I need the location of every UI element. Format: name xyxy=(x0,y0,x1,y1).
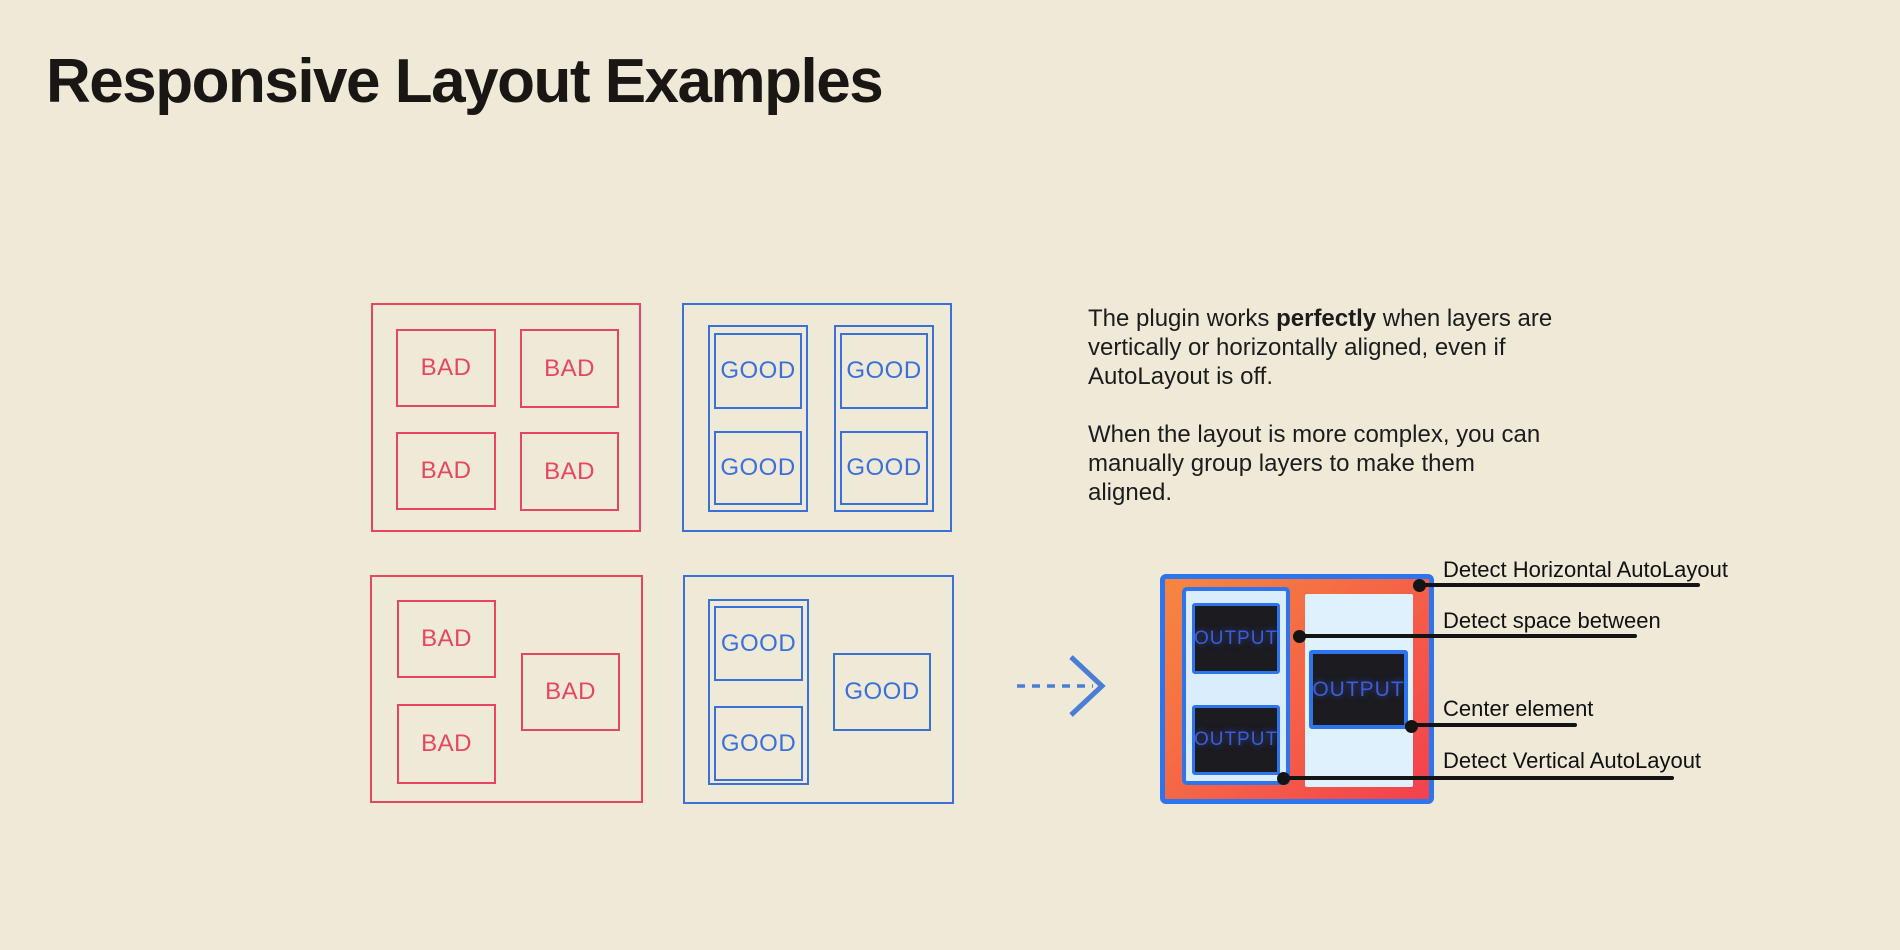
good-box: GOOD xyxy=(833,653,931,731)
good-box: GOOD xyxy=(714,706,803,781)
good-box: GOOD xyxy=(714,606,803,681)
page-title: Responsive Layout Examples xyxy=(46,47,884,116)
good-group: GOOD GOOD xyxy=(708,599,809,785)
bad-box: BAD xyxy=(396,329,496,407)
annotation-dot xyxy=(1413,579,1426,592)
intro-paragraph-1: The plugin works perfectly when layers a… xyxy=(1088,304,1558,391)
intro-text: The plugin works perfectly when layers a… xyxy=(1088,304,1558,507)
annotation-line xyxy=(1416,583,1700,587)
good-group: GOOD GOOD xyxy=(708,325,808,512)
good-box: GOOD xyxy=(714,431,802,505)
output-box: OUTPUT xyxy=(1309,650,1408,729)
good-box: GOOD xyxy=(840,333,928,409)
good-freeform-example: GOOD GOOD GOOD xyxy=(683,575,954,804)
annotation-dot xyxy=(1277,772,1290,785)
intro-p1-after: when layers are vertically or horizontal… xyxy=(1088,305,1553,390)
intro-p1-before: The plugin works xyxy=(1088,305,1277,332)
annotation-line xyxy=(1405,723,1577,727)
result-center-panel: OUTPUT xyxy=(1305,594,1413,787)
arrow-right-icon xyxy=(1017,655,1106,717)
annotation-detect-space-between: Detect space between xyxy=(1443,608,1661,633)
bad-grid-example: BAD BAD BAD BAD xyxy=(371,303,641,532)
annotation-detect-horizontal-autolayout: Detect Horizontal AutoLayout xyxy=(1443,557,1728,582)
bad-box: BAD xyxy=(396,432,496,510)
result-vertical-group: OUTPUT OUTPUT xyxy=(1182,587,1290,785)
annotation-center-element: Center element xyxy=(1443,696,1594,721)
good-box: GOOD xyxy=(714,333,802,409)
result-preview: OUTPUT OUTPUT OUTPUT xyxy=(1160,574,1434,804)
annotation-line xyxy=(1296,634,1637,638)
bad-box: BAD xyxy=(520,432,619,511)
output-box: OUTPUT xyxy=(1192,603,1280,674)
intro-paragraph-2: When the layout is more complex, you can… xyxy=(1088,421,1541,506)
intro-p1-bold: perfectly xyxy=(1276,305,1377,332)
output-box: OUTPUT xyxy=(1192,705,1280,775)
bad-box: BAD xyxy=(520,329,619,408)
annotation-dot xyxy=(1293,630,1306,643)
good-group: GOOD GOOD xyxy=(834,325,934,512)
bad-box: BAD xyxy=(521,653,620,731)
bad-box: BAD xyxy=(397,600,496,678)
bad-freeform-example: BAD BAD BAD xyxy=(370,575,643,803)
annotation-detect-vertical-autolayout: Detect Vertical AutoLayout xyxy=(1443,748,1702,773)
annotation-dot xyxy=(1405,720,1418,733)
good-box: GOOD xyxy=(840,431,928,505)
annotation-line xyxy=(1281,776,1674,780)
bad-box: BAD xyxy=(397,704,496,784)
good-grid-example: GOOD GOOD GOOD GOOD xyxy=(682,303,952,532)
